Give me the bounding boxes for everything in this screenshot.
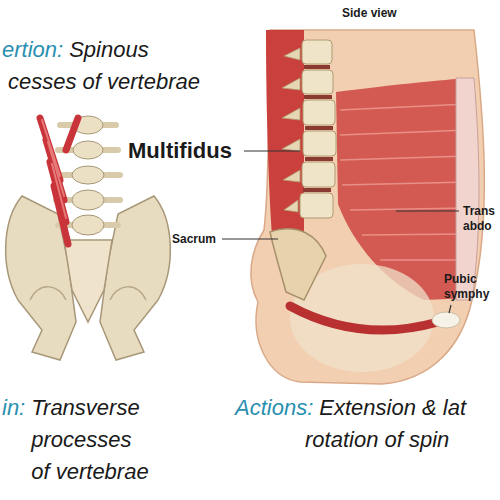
highlight [52,164,66,218]
description-text: Transverse processes of vertebrae [31,392,148,488]
part-label: Sacrum [172,232,216,247]
description-text: Spinous cesses of vertebrae [8,34,200,98]
vertebral-body [303,100,335,125]
highlight [42,120,60,176]
pubic-symphysis [432,312,460,328]
vertebra [72,190,104,210]
sacrum-bone [270,229,326,300]
leader-lines [222,151,459,313]
description-text: Extension & lat rotation of spin [305,392,466,456]
muscle-striations [340,104,468,260]
muscle-label: Multifidus [128,138,232,164]
striation [340,130,468,135]
multifidus-fibres [40,118,78,244]
fibre-highlights [42,120,66,218]
bone-contour [30,287,66,300]
lumbar-spine [282,40,336,218]
striation [362,234,468,235]
back-muscle [266,30,304,236]
torso-outline [251,30,484,384]
disc [304,65,330,69]
bone-contour [110,287,146,300]
striation [342,182,468,185]
lumbar-vertebra [56,166,120,184]
highlight [48,142,64,196]
vertebral-body [303,131,336,156]
muscle-fibre [66,118,78,150]
disc [303,188,331,192]
right-ilium [100,196,170,360]
view-label: Side view [342,6,397,21]
term-heading: Actions: [235,392,313,424]
leader-line [449,305,451,313]
disc [305,157,333,161]
vertebral-body [302,40,332,64]
part-label: Pubic symphy [444,272,489,302]
leader-line [222,238,278,239]
vertebral-body [302,162,335,187]
vertebral-body [302,70,333,94]
disc [304,95,332,99]
disc [305,126,333,130]
spinous-processes [282,48,300,212]
term-heading: ertion: [2,34,63,66]
vertebra [73,141,103,159]
term-heading: in: [2,392,25,424]
vertebra [72,166,104,184]
lumbar-vertebra [60,116,116,134]
striation [350,208,468,210]
striation [380,259,468,261]
leader-line [396,210,459,211]
leader-line [244,150,300,151]
part-label: Trans abdo [463,204,495,234]
anterior-sheath [456,78,479,300]
vertebra [72,215,104,235]
striation [340,156,468,160]
sacrum-bone [64,240,112,322]
vertebral-body [300,193,333,218]
striation [340,104,468,110]
side-view [251,30,484,384]
pelvic-floor-band [290,306,438,330]
